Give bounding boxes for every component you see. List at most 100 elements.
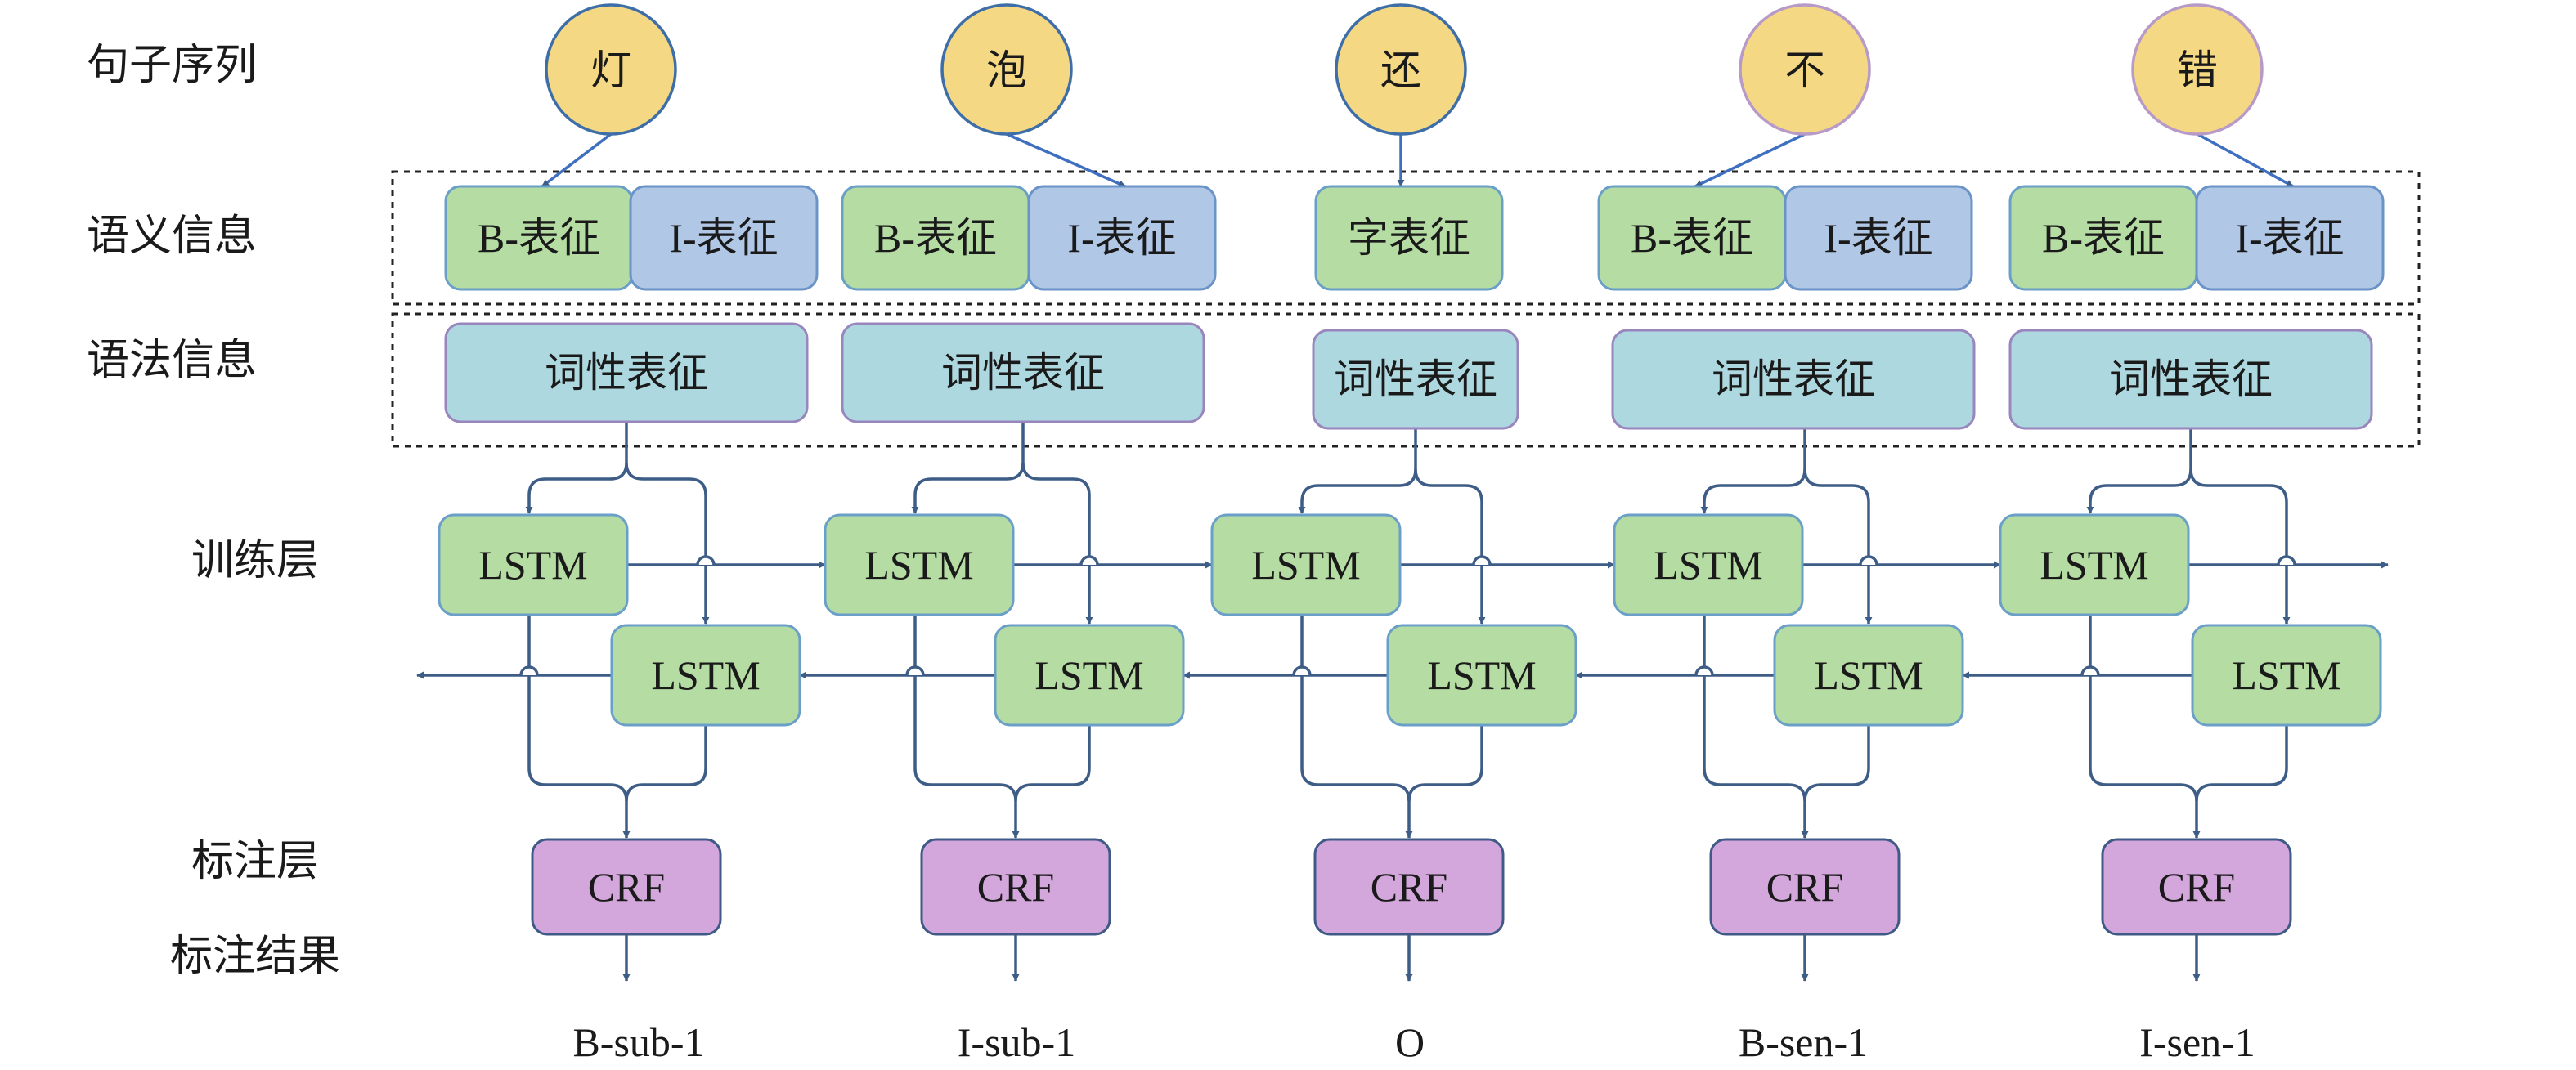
hop-fwd-4 [1859,555,1878,566]
semantic-box-3-1 [1314,185,1504,291]
forward-lstm-box-2 [824,513,1015,616]
result-label-5: I-sen-1 [2139,1019,2255,1065]
crf-box-2 [920,838,1111,936]
row-labels: 句子序列 语义信息 语法信息 训练层 标注层 标注结果 [87,41,340,981]
semantic-box-2-2 [1027,185,1217,291]
backward-lstm-to-crf-2 [1014,725,1091,802]
crf-box-3 [1313,838,1505,936]
forward-lstm-box-5 [1999,513,2190,616]
forward-lstm-to-crf-2 [913,615,1020,839]
forward-lstm-to-crf-3 [1300,615,1413,839]
backward-lstm-box-4 [1773,624,1964,727]
backward-lstm-label-5: LSTM [2232,652,2340,698]
backward-lstm-box-2 [994,624,1185,727]
backward-lstm-to-crf-1 [625,725,707,802]
char-label-1: 灯 [590,47,631,93]
semantic-box-4-2 [1784,185,1973,291]
forward-lstm-to-crf-5 [2089,615,2201,839]
char-to-semantic-5 [2197,132,2294,188]
syntax-box-4 [1611,329,1976,430]
semantic-label-1-2: I-表征 [669,215,778,261]
crf-label-2: CRF [977,864,1055,910]
syntax-to-forward-lstm-1 [525,422,628,514]
backward-lstm-box-5 [2191,624,2382,727]
forward-lstm-box-3 [1210,513,1402,616]
result-label-2: I-sub-1 [958,1019,1075,1065]
syntax-label-5: 词性表征 [2109,356,2273,402]
forward-lstm-box-1 [438,513,629,616]
semantic-label-4-2: I-表征 [1824,215,1932,261]
syntax-label-1: 词性表征 [545,350,708,396]
hop-bwd-3 [1292,665,1312,676]
syntax-to-forward-lstm-3 [1298,428,1417,514]
char-label-3: 还 [1380,47,1421,93]
semantic-info-frame [391,170,2421,306]
crf-label-1: CRF [588,864,666,910]
row-label-sentence: 句子序列 [87,41,257,90]
syntax-box-3 [1312,329,1519,430]
semantic-label-2-2: I-表征 [1067,215,1176,261]
backward-lstm-box-3 [1386,624,1577,727]
crf-label-3: CRF [1371,864,1448,910]
syntax-label-2: 词性表征 [941,350,1105,396]
forward-lstm-to-crf-1 [527,615,631,839]
semantic-box-1-2 [629,185,819,291]
forward-lstm-label-4: LSTM [1654,542,1762,588]
row-label-syntax: 语法信息 [87,336,257,385]
char-circle-5 [2131,3,2264,136]
semantic-label-3-1: 字表征 [1348,215,1470,261]
syntax-to-forward-lstm-2 [911,422,1025,514]
semantic-label-5-2: I-表征 [2235,215,2344,261]
backward-lstm-label-2: LSTM [1034,652,1143,698]
row-label-tagging: 标注层 [191,837,319,886]
hop-bwd-2 [905,665,925,676]
hop-fwd-5 [2277,555,2296,566]
backward-lstm-label-3: LSTM [1427,652,1536,698]
char-circle-2 [940,3,1073,136]
forward-lstm-label-3: LSTM [1251,542,1360,588]
syntax-to-backward-lstm-4 [1803,468,1873,625]
backward-lstm-label-1: LSTM [651,652,760,698]
hop-bwd-4 [1694,665,1714,676]
char-to-semantic-4 [1694,132,1806,188]
crf-box-1 [531,838,722,936]
syntax-to-forward-lstm-5 [2086,428,2192,514]
row-label-training: 训练层 [191,536,319,585]
connections [416,132,2389,982]
backward-lstm-box-1 [610,624,801,727]
crf-label-5: CRF [2158,864,2236,910]
forward-lstm-box-4 [1613,513,1804,616]
char-circle-3 [1335,3,1467,136]
hop-bwd-1 [519,665,539,676]
syntax-box-5 [2008,329,2373,430]
hop-bwd-5 [2080,665,2100,676]
semantic-label-1-1: B-表征 [478,215,600,261]
char-to-semantic-1 [541,132,613,188]
result-label-1: B-sub-1 [572,1019,704,1065]
syntax-to-backward-lstm-3 [1414,468,1486,625]
row-label-semantic: 语义信息 [87,212,257,261]
syntax-label-3: 词性表征 [1334,356,1497,402]
result-label-3: O [1395,1019,1425,1065]
syntax-label-4: 词性表征 [1712,356,1875,402]
crf-label-4: CRF [1766,864,1844,910]
forward-lstm-label-1: LSTM [478,542,587,588]
semantic-label-2-1: B-表征 [874,215,997,261]
char-to-semantic-2 [1006,132,1126,188]
char-circle-1 [545,3,677,136]
hop-fwd-1 [696,555,716,566]
backward-lstm-label-4: LSTM [1814,652,1923,698]
syntax-to-backward-lstm-1 [625,462,710,625]
forward-lstm-label-2: LSTM [864,542,973,588]
char-label-4: 不 [1784,47,1825,93]
backward-lstm-to-crf-4 [1803,725,1870,802]
backward-lstm-to-crf-3 [1407,725,1483,802]
char-label-2: 泡 [986,47,1027,93]
semantic-label-4-1: B-表征 [1631,215,1753,261]
syntax-box-1 [444,322,809,423]
semantic-label-5-1: B-表征 [2042,215,2165,261]
syntax-to-forward-lstm-4 [1700,428,1806,514]
